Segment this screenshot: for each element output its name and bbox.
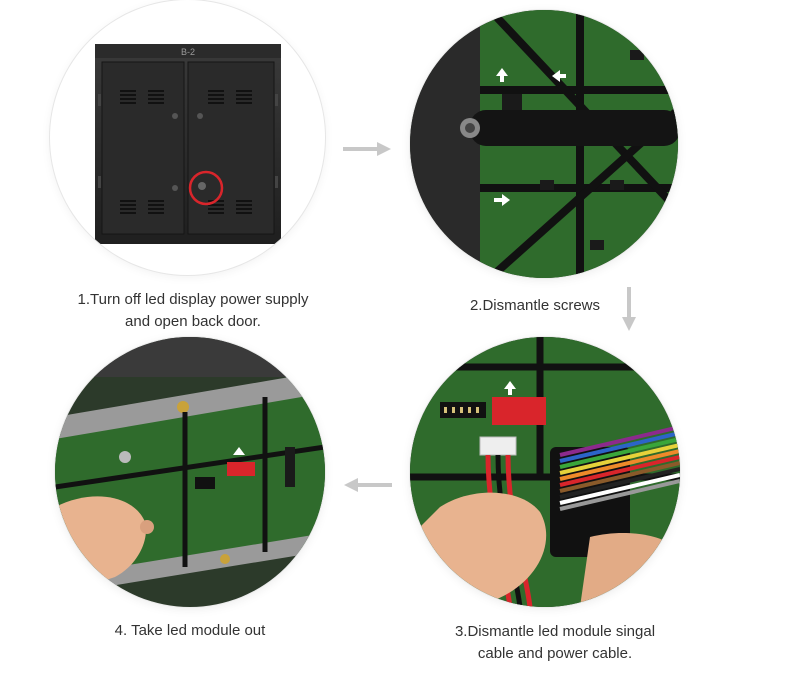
step1-caption-line2: and open back door. xyxy=(125,313,261,330)
step1-caption: 1.Turn off led display power supply and … xyxy=(53,289,333,333)
date-sticker xyxy=(492,397,546,425)
module-out-illustration xyxy=(55,337,325,597)
step1-caption-line1: 1.Turn off led display power supply xyxy=(77,291,309,308)
top-rail xyxy=(55,371,325,439)
step3-caption-line1: 3.Dismantle led module singal xyxy=(454,623,656,640)
arrow-left-icon xyxy=(344,478,392,492)
step3-caption: 3.Dismantle led module singal cable and … xyxy=(425,621,685,665)
step1-photo-cabinet-back: B-2 xyxy=(50,0,325,275)
vents-top xyxy=(120,90,252,104)
step3-photo-cables xyxy=(410,337,680,607)
step2-caption-line1: 2.Dismantle screws xyxy=(469,297,601,314)
right-door xyxy=(187,61,275,235)
step4-caption: 4. Take led module out xyxy=(80,620,300,642)
ribbon-cable xyxy=(550,425,680,557)
step4-caption-line1: 4. Take led module out xyxy=(114,622,266,639)
highlight-ring xyxy=(188,170,224,206)
door-lock-screw xyxy=(198,182,206,190)
step2-caption: 2.Dismantle screws xyxy=(455,295,615,317)
arrow-right-icon xyxy=(343,142,391,156)
cabinet-label: B-2 xyxy=(181,47,195,57)
step2-photo-screwdriver xyxy=(410,10,678,278)
cabinet-illustration: B-2 xyxy=(95,44,281,244)
step4-photo-module-out xyxy=(55,337,325,607)
cabinet-top-bar xyxy=(95,44,281,58)
screwdriver-handle xyxy=(470,110,678,146)
cables-illustration xyxy=(410,337,680,607)
bottom-rail xyxy=(55,533,325,595)
left-door xyxy=(101,61,185,235)
arrow-down-icon xyxy=(622,287,636,331)
step3-caption-line2: cable and power cable. xyxy=(477,645,633,662)
screwdriver-illustration xyxy=(410,10,678,278)
